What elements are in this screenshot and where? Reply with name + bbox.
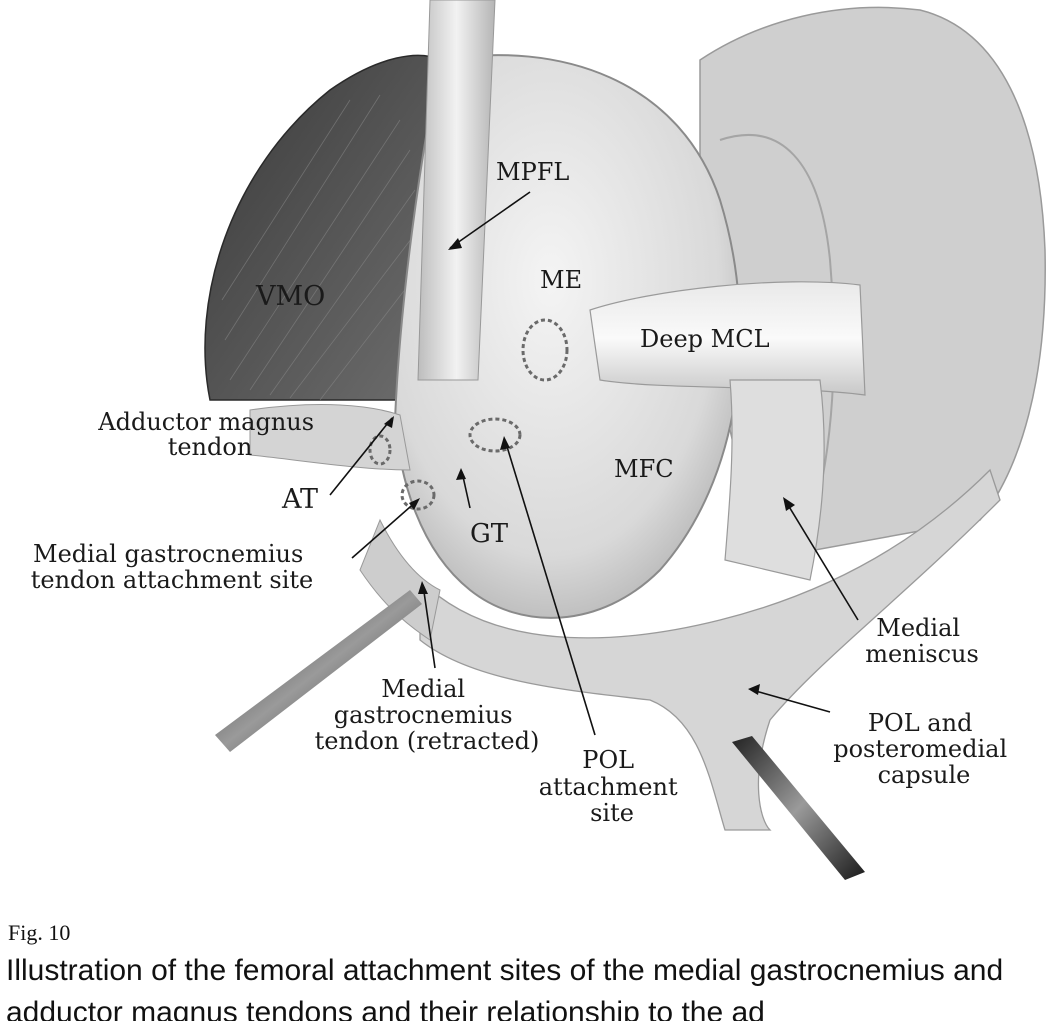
knee-medial-view-drawing: MPFL VMO ME Deep MCL MFC AT GT Adductor … (31, 0, 1046, 880)
me-attachment-site (521, 318, 569, 382)
label-retracted-line3: tendon (retracted) (315, 727, 540, 755)
deep-mcl-ligament (589, 281, 866, 396)
label-gastroc-attachment: Medial gastrocnemius tendon attachment s… (31, 540, 314, 594)
retracted-tendon-pointer (422, 584, 436, 669)
at-pointer (329, 417, 393, 496)
label-pol-capsule-line3: capsule (878, 761, 971, 789)
meniscus-arrowhead (783, 497, 795, 511)
label-me: ME (540, 266, 582, 294)
label-medial-meniscus: Medial meniscus (865, 614, 979, 668)
label-gastroc-attachment-line1: Medial gastrocnemius (33, 540, 303, 568)
adductor-magnus-tendon (249, 404, 411, 471)
label-pol-capsule-line1: POL and (868, 709, 973, 737)
label-mfc: MFC (614, 455, 674, 483)
pol-posteromedial-capsule (419, 468, 1001, 831)
label-adductor-line1: Adductor magnus (97, 408, 314, 436)
pol-attachment-arrowhead (500, 436, 510, 450)
pol-attachment-pointer (504, 439, 596, 736)
pol-capsule-arrowhead (748, 684, 760, 695)
label-gastroc-retracted: Medial gastrocnemius tendon (retracted) (315, 675, 540, 755)
pol-capsule-pointer (751, 689, 831, 713)
mpfl-pointer (449, 191, 531, 249)
label-at: AT (281, 484, 318, 515)
adductor-attachment-site (368, 434, 392, 466)
label-retracted-line1: Medial (381, 675, 465, 703)
label-retracted-line2: gastrocnemius (334, 701, 513, 729)
medial-gastrocnemius-tendon (359, 518, 441, 641)
label-deep-mcl: Deep MCL (640, 325, 770, 353)
anatomy-illustration: MPFL VMO ME Deep MCL MFC AT GT Adductor … (31, 0, 1046, 880)
label-gt: GT (470, 519, 509, 549)
right-retractor (732, 736, 865, 880)
label-adductor-line2: tendon (168, 433, 253, 461)
label-pol-attachment-line3: site (590, 799, 634, 827)
mpfl-arrowhead (448, 238, 462, 250)
at-arrowhead (384, 416, 394, 428)
label-meniscus-line1: Medial (876, 614, 960, 642)
figure-caption: Illustration of the femoral attachment s… (6, 954, 1004, 1021)
mpfl-ligament (417, 0, 496, 381)
label-pol-capsule: POL and posteromedial capsule (833, 709, 1015, 789)
figure-number: Fig. 10 (8, 920, 71, 945)
medial-meniscus-band (724, 379, 825, 581)
label-pol-attachment: POL attachment site (539, 746, 686, 827)
retracted-tendon-arrowhead (418, 581, 428, 594)
label-adductor-magnus-tendon: Adductor magnus tendon (97, 408, 321, 461)
label-pol-capsule-line2: posteromedial (833, 735, 1007, 763)
vmo-fibers (221, 94, 421, 401)
attachment-sites (368, 318, 569, 511)
label-vmo: VMO (255, 281, 325, 312)
left-retractor (215, 590, 422, 752)
meniscus-pointer (784, 499, 859, 621)
label-meniscus-line2: meniscus (865, 640, 979, 668)
label-pol-attachment-line2: attachment (539, 773, 678, 801)
pol-attachment-site (468, 417, 522, 453)
gastroc-attachment-arrowhead (409, 498, 420, 510)
pointer-lines (329, 191, 859, 736)
label-pol-attachment-line1: POL (582, 746, 634, 774)
gastroc-attachment-pointer (351, 499, 419, 559)
label-mpfl: MPFL (496, 158, 569, 186)
label-gastroc-attachment-line2: tendon attachment site (31, 566, 314, 594)
gastrocnemius-attachment-site (400, 479, 436, 511)
gt-arrowhead (456, 468, 466, 480)
